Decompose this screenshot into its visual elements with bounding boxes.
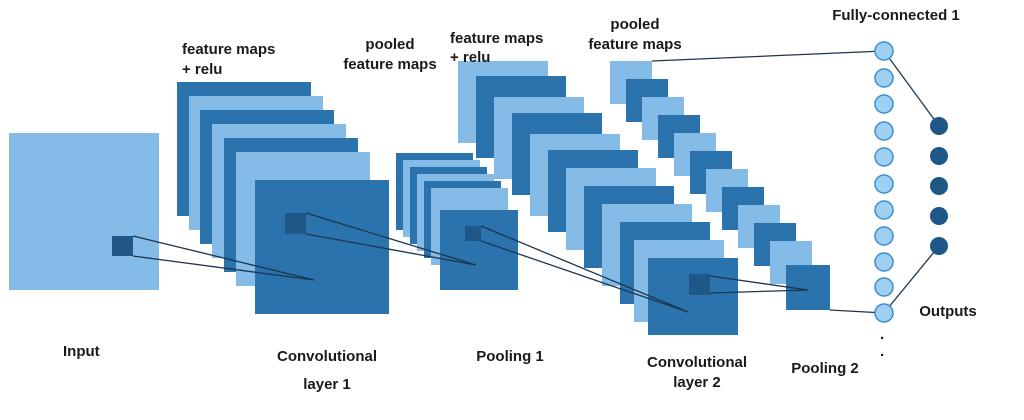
proj-line <box>709 289 809 294</box>
fc-node <box>874 94 894 114</box>
proj-line <box>709 275 809 291</box>
proj-line <box>480 225 689 313</box>
fc-node <box>874 41 894 61</box>
fc-layer-nodes <box>874 41 894 323</box>
proj-line <box>305 212 477 266</box>
fc-node <box>874 147 894 167</box>
output-layer-nodes <box>930 117 948 255</box>
input-label: Input <box>63 343 100 360</box>
fc-node <box>874 277 894 297</box>
proj-line <box>305 233 477 266</box>
conv2-title-line2: layer 2 <box>673 374 721 391</box>
conv1-front-map <box>255 180 389 314</box>
fc-node <box>874 252 894 272</box>
fc-node <box>874 68 894 88</box>
pool1-feature-map-stack <box>396 153 518 290</box>
pool1-fm-label-line1: pooled <box>365 36 415 53</box>
output-node <box>930 207 948 225</box>
edge <box>883 245 940 314</box>
pool1-front-map <box>440 210 518 290</box>
conv1-fm-label-line1: feature maps <box>182 41 276 58</box>
input-receptive-field <box>112 236 133 256</box>
conv1-title-line1: Convolutional <box>277 348 377 365</box>
output-node <box>930 237 948 255</box>
pool2-fm-label-line1: pooled <box>610 16 660 33</box>
pool2-fm-label-line2: feature maps <box>588 36 682 53</box>
proj-line <box>132 235 315 281</box>
fc-node <box>874 174 894 194</box>
pool2-feature-map-stack <box>610 61 830 310</box>
proj-line <box>480 240 689 313</box>
flatten-line-top <box>651 50 885 62</box>
pool2-title: Pooling 2 <box>791 360 859 377</box>
conv1-title-line2: layer 1 <box>303 376 351 393</box>
fc-title: Fully-connected 1 <box>832 7 960 24</box>
pool1-title: Pooling 1 <box>476 348 544 365</box>
conv2-front-map <box>648 258 738 335</box>
conv2-title-line1: Convolutional <box>647 354 747 371</box>
conv2-feature-map-stack <box>458 61 738 335</box>
proj-line <box>132 255 315 281</box>
conv2-fm-label-line1: feature maps <box>450 30 544 47</box>
ellipsis-dot: . <box>880 343 885 360</box>
pool1-fm-label-line2: feature maps <box>343 56 437 73</box>
ellipsis-dot: . <box>880 326 885 343</box>
conv2-fm-label-line2: + relu <box>450 49 491 66</box>
output-node <box>930 117 948 135</box>
conv1-fm-label-line2: + relu <box>182 61 223 78</box>
fc-node <box>874 121 894 141</box>
fc-node <box>874 200 894 220</box>
input-image <box>9 133 159 290</box>
output-node <box>930 177 948 195</box>
fc-node <box>874 226 894 246</box>
output-node <box>930 147 948 165</box>
fc-node <box>874 303 894 323</box>
conv1-receptive-field <box>285 213 306 234</box>
fc-output-edges <box>883 50 940 314</box>
conv2-receptive-field <box>689 274 710 295</box>
pool1-receptive-field <box>465 226 481 241</box>
projection-lines <box>132 50 885 314</box>
outputs-title: Outputs <box>919 303 977 320</box>
edge <box>883 50 940 127</box>
conv1-feature-map-stack <box>177 82 389 314</box>
